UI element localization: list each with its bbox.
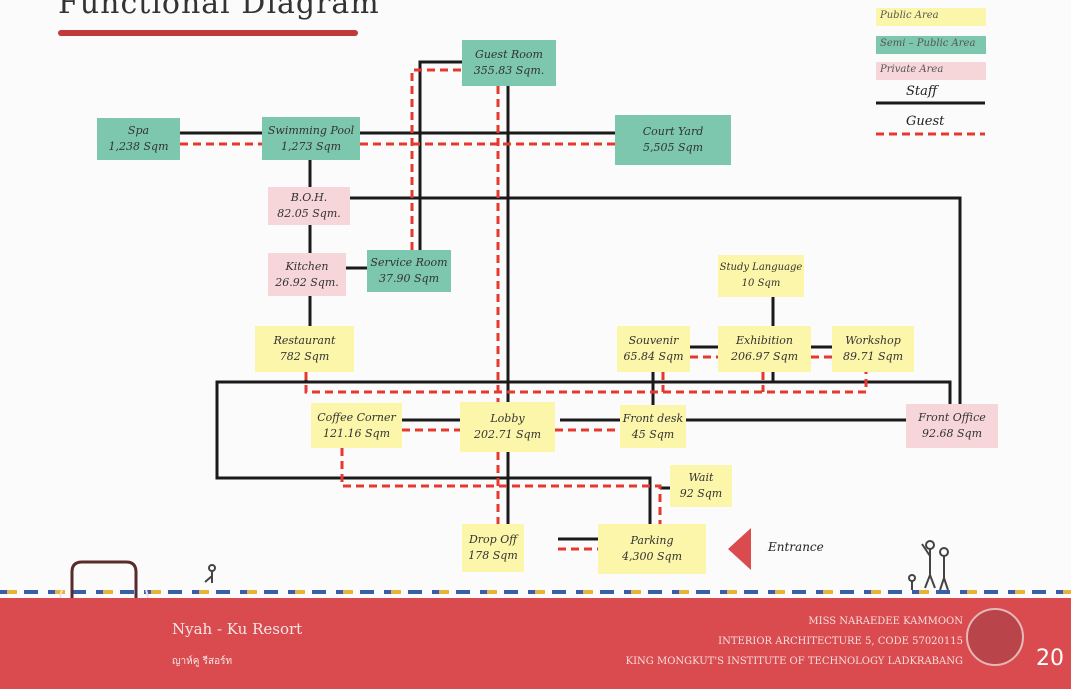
node-area: 1,238 Sqm bbox=[108, 140, 169, 153]
node-label: Front Office bbox=[918, 411, 986, 424]
node-label: Guest Room bbox=[475, 48, 543, 61]
title-underline bbox=[58, 30, 358, 36]
node-area: 178 Sqm bbox=[468, 549, 518, 562]
node-label: Spa bbox=[127, 124, 150, 137]
node-souvenir: Souvenir 65.84 Sqm bbox=[617, 326, 690, 372]
guest-line bbox=[410, 68, 462, 263]
node-area: 782 Sqm bbox=[279, 350, 330, 363]
node-label: Exhibition bbox=[735, 334, 794, 347]
node-label: Court Yard bbox=[642, 125, 704, 138]
node-label: Swimming Pool bbox=[267, 123, 355, 137]
node-spa: Spa 1,238 Sqm bbox=[97, 118, 180, 160]
node-area: 5,505 Sqm bbox=[643, 141, 703, 154]
node-court-yard: Court Yard 5,505 Sqm bbox=[615, 115, 731, 165]
node-study-language: Study Language 10 Sqm bbox=[718, 255, 804, 297]
entrance-arrow-icon bbox=[728, 528, 751, 570]
legend-semi: Semi – Public Area bbox=[876, 36, 986, 54]
footer-resort-name: Nyah - Ku Resort bbox=[172, 620, 303, 638]
node-service-room: Service Room 37.90 Sqm bbox=[367, 250, 451, 292]
node-area: 4,300 Sqm bbox=[622, 550, 682, 563]
node-area: 65.84 Sqm bbox=[623, 350, 684, 363]
staff-line bbox=[306, 380, 952, 409]
node-boh: B.O.H. 82.05 Sqm. bbox=[268, 187, 350, 225]
node-label: Drop Off bbox=[468, 533, 518, 546]
staff-line bbox=[418, 60, 462, 263]
page-number: 20 bbox=[1036, 646, 1064, 671]
node-label: Lobby bbox=[490, 412, 525, 425]
node-area: 202.71 Sqm bbox=[474, 428, 541, 441]
node-restaurant: Restaurant 782 Sqm bbox=[255, 326, 354, 372]
node-drop-off: Drop Off 178 Sqm bbox=[462, 524, 524, 572]
legend-private: Private Area bbox=[876, 62, 986, 80]
node-swimming-pool: Swimming Pool 1,273 Sqm bbox=[262, 117, 360, 160]
node-label: B.O.H. bbox=[290, 191, 328, 204]
node-lobby: Lobby 202.71 Sqm bbox=[460, 402, 555, 452]
staff-line bbox=[215, 372, 652, 527]
gate-icon bbox=[70, 560, 138, 600]
node-guest-room: Guest Room 355.83 Sqm. bbox=[462, 40, 556, 86]
node-area: 45 Sqm bbox=[631, 427, 675, 441]
node-area: 355.83 Sqm. bbox=[473, 64, 545, 77]
node-label: Service Room bbox=[370, 256, 448, 269]
guest-lines bbox=[180, 68, 868, 551]
footer-author: MISS NARAEDEE KAMMOON bbox=[808, 616, 963, 627]
node-label: Restaurant bbox=[273, 334, 336, 347]
node-area: 92 Sqm bbox=[679, 487, 723, 500]
people-icon bbox=[204, 540, 949, 591]
entrance-label: Entrance bbox=[768, 540, 824, 554]
footer-course: INTERIOR ARCHITECTURE 5, CODE 57020115 bbox=[718, 636, 963, 647]
staff-line bbox=[350, 196, 962, 407]
node-area: 10 Sqm bbox=[741, 278, 781, 289]
node-exhibition: Exhibition 206.97 Sqm bbox=[718, 326, 811, 372]
node-front-desk: Front desk 45 Sqm bbox=[620, 405, 686, 448]
node-label: Coffee Corner bbox=[317, 410, 396, 424]
node-parking: Parking 4,300 Sqm bbox=[598, 524, 706, 574]
node-label: Workshop bbox=[845, 334, 901, 347]
node-area: 121.16 Sqm bbox=[323, 426, 390, 440]
node-area: 82.05 Sqm. bbox=[277, 207, 341, 220]
node-kitchen: Kitchen 26.92 Sqm. bbox=[268, 253, 346, 296]
guest-line bbox=[304, 372, 868, 394]
node-coffee-corner: Coffee Corner 121.16 Sqm bbox=[311, 403, 402, 448]
footer-resort-thai: ญาห์คู รีสอร์ท bbox=[172, 656, 233, 667]
node-area: 26.92 Sqm. bbox=[275, 275, 339, 289]
node-label: Parking bbox=[630, 534, 674, 547]
node-front-office: Front Office 92.68 Sqm bbox=[906, 404, 998, 448]
footer-bar bbox=[0, 598, 1071, 689]
page-title: Functional Diagram bbox=[58, 0, 380, 21]
node-area: 37.90 Sqm bbox=[379, 272, 439, 285]
node-area: 92.68 Sqm bbox=[922, 427, 982, 440]
footer-institute: KING MONGKUT'S INSTITUTE OF TECHNOLOGY L… bbox=[625, 656, 963, 667]
node-label: Wait bbox=[688, 471, 714, 484]
node-workshop: Workshop 89.71 Sqm bbox=[832, 326, 914, 372]
node-label: Front desk bbox=[622, 411, 684, 425]
legend-public: Public Area bbox=[876, 8, 986, 26]
node-label: Study Language bbox=[719, 262, 803, 273]
guest-line bbox=[340, 448, 662, 527]
node-wait: Wait 92 Sqm bbox=[670, 465, 732, 507]
node-label: Souvenir bbox=[628, 334, 679, 347]
institute-seal-icon bbox=[966, 608, 1024, 666]
node-area: 206.97 Sqm bbox=[731, 350, 798, 363]
legend-staff: Staff bbox=[906, 84, 938, 99]
node-area: 1,273 Sqm bbox=[281, 139, 341, 153]
node-area: 89.71 Sqm bbox=[843, 350, 903, 363]
node-label: Kitchen bbox=[285, 259, 329, 273]
legend-guest: Guest bbox=[906, 114, 945, 129]
